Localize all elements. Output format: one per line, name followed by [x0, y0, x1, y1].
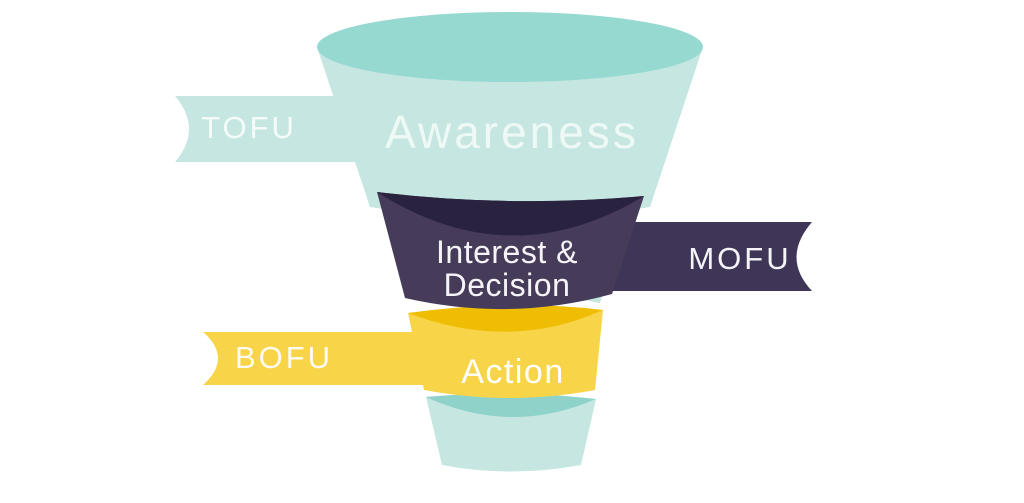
action-funnel-body [408, 305, 603, 398]
stage-interest-decision: MOFU Interest & Decision [377, 192, 812, 310]
interest-funnel-rim [377, 192, 644, 236]
action-stage-label: Action [461, 353, 565, 391]
bofu-ribbon-label: BOFU [235, 340, 333, 375]
interest-stage-label-line2: Decision [444, 267, 571, 303]
spout-body [426, 393, 596, 472]
mofu-ribbon-label: MOFU [688, 241, 791, 276]
action-funnel-rim [408, 305, 603, 332]
awareness-funnel-rim [317, 12, 703, 82]
stage-awareness: TOFU Awareness [175, 12, 703, 218]
awareness-funnel-body [317, 47, 703, 218]
funnel-spout [426, 393, 596, 472]
interest-stage-label-line1: Interest & [436, 234, 578, 270]
spout-rim [426, 393, 596, 418]
awareness-stage-label: Awareness [385, 106, 639, 158]
stage-action: BOFU Action [203, 305, 603, 398]
mofu-ribbon [600, 222, 812, 291]
tofu-ribbon-label: TOFU [201, 110, 297, 145]
